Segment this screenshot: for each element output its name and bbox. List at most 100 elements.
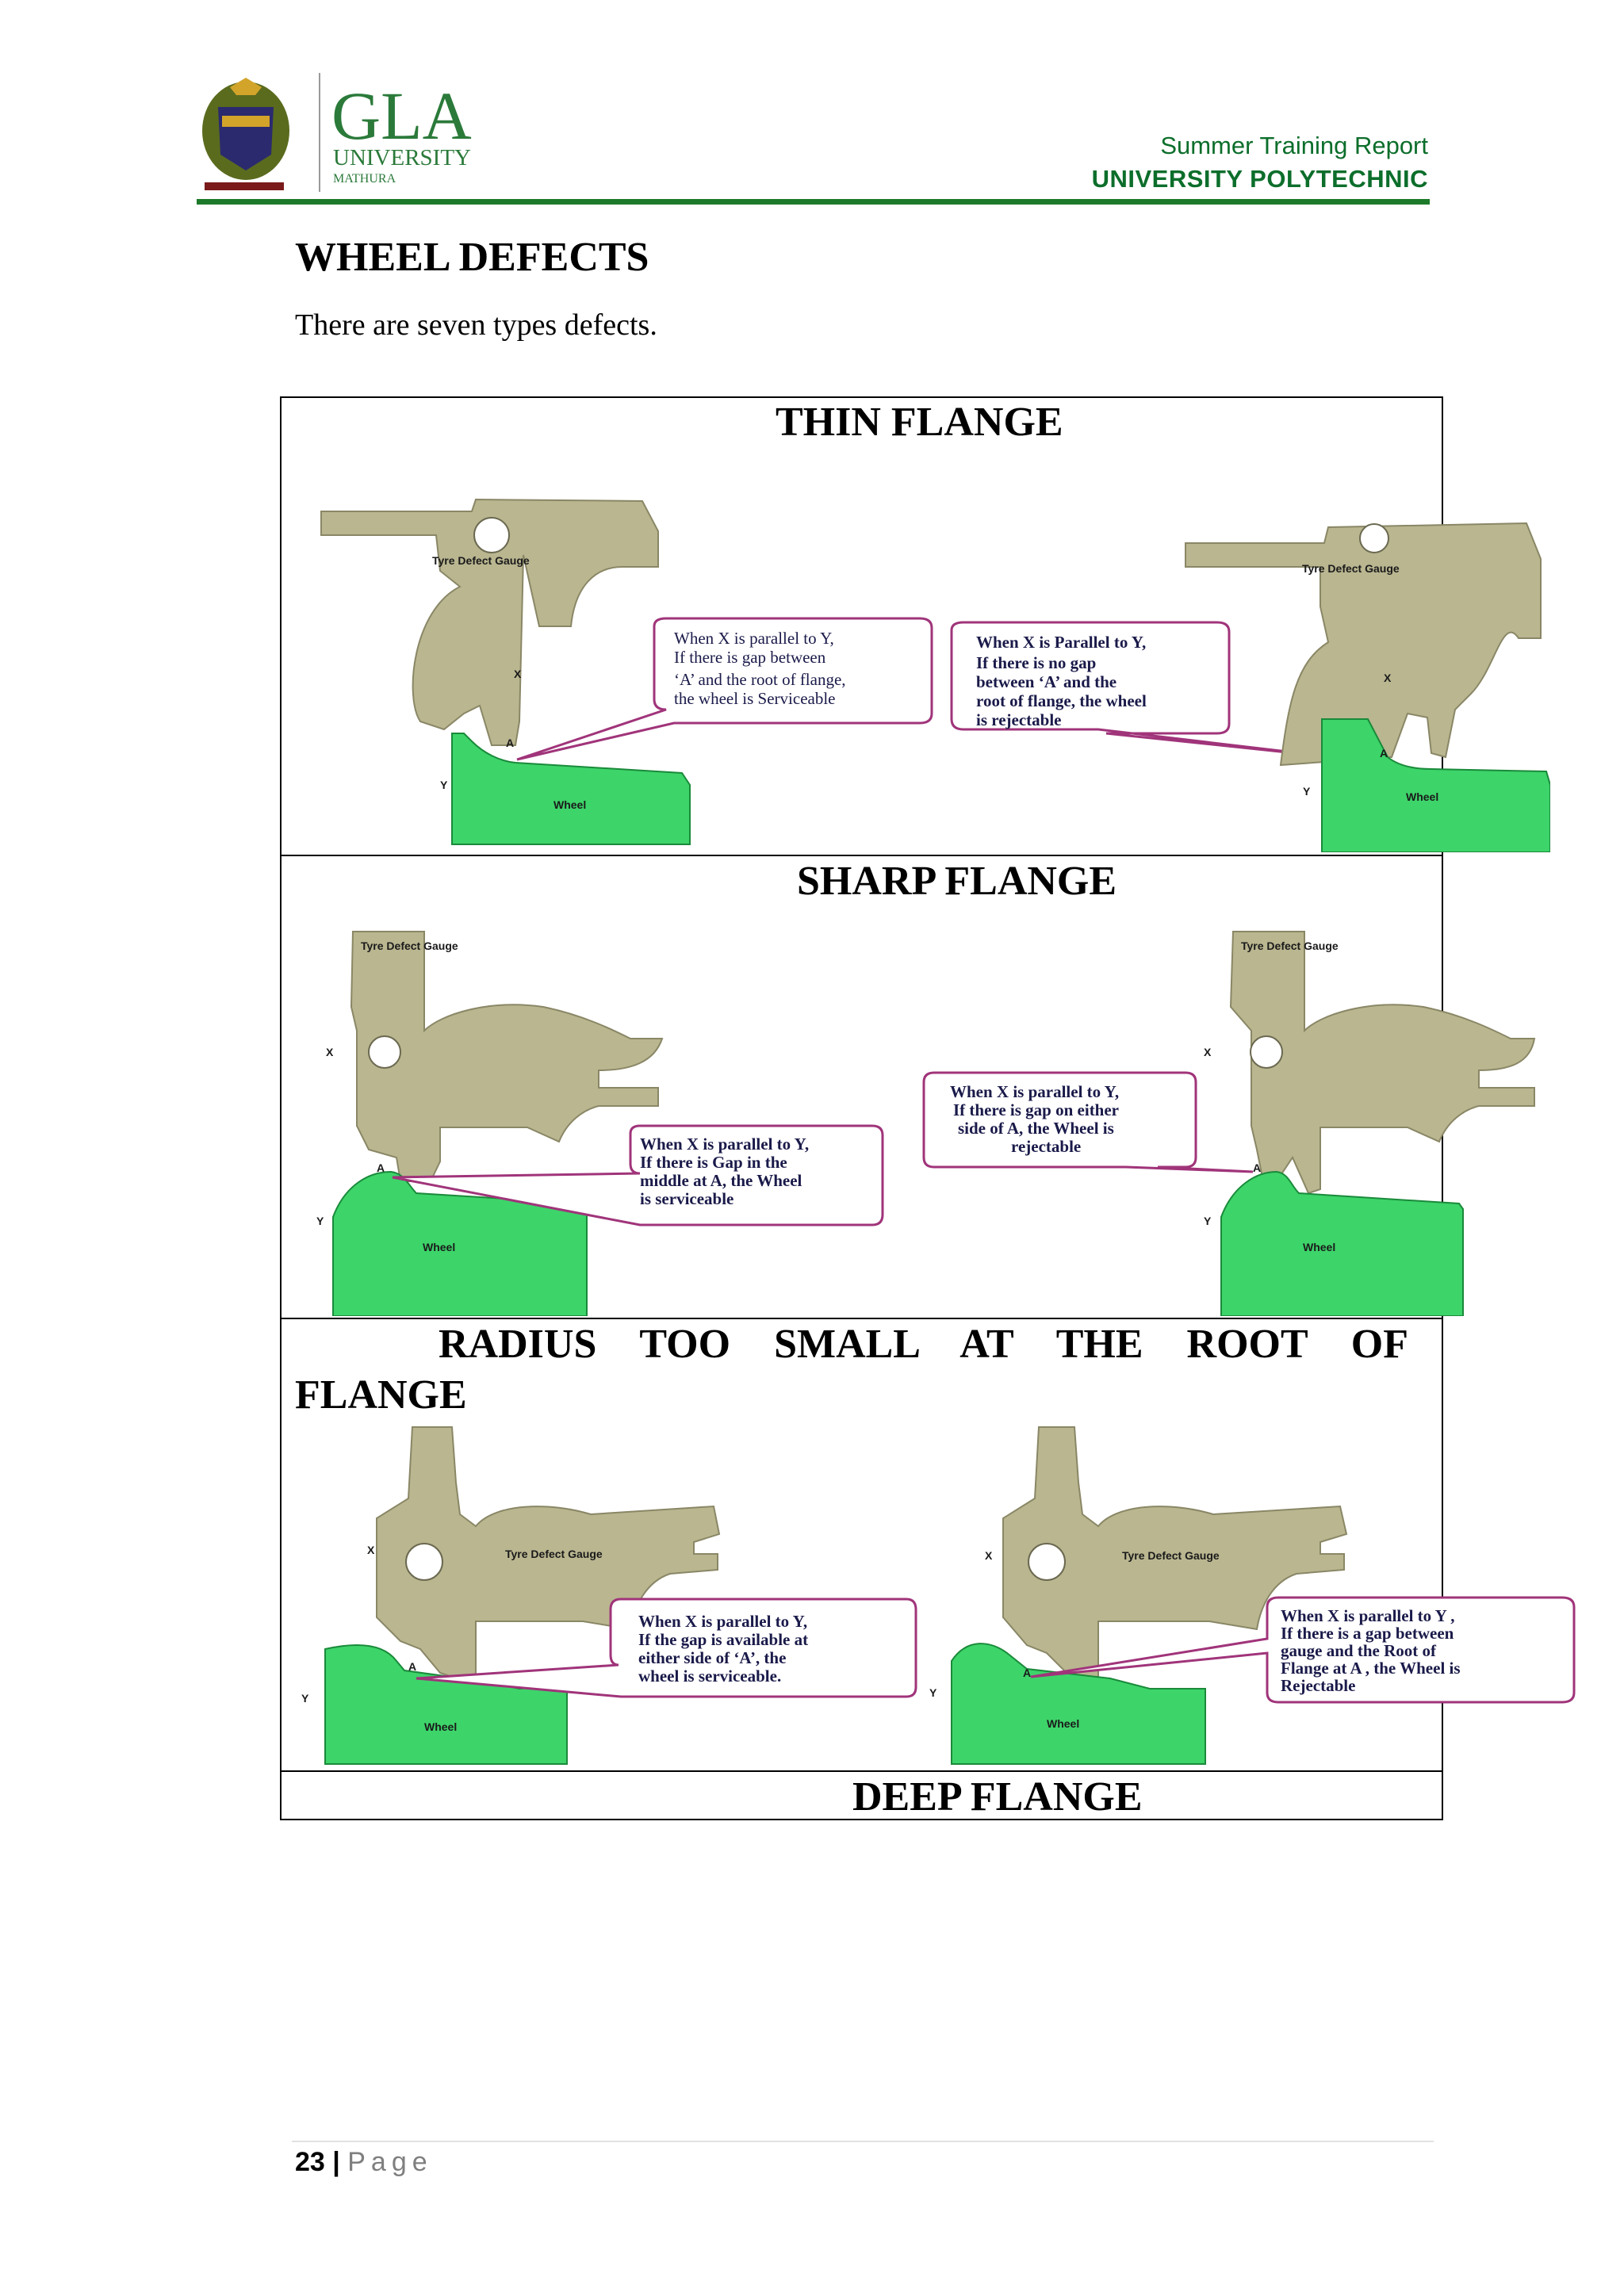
svg-text:If there is no gap: If there is no gap [976, 653, 1096, 672]
svg-text:Y: Y [316, 1215, 324, 1227]
svg-text:middle at A, the Wheel: middle at A, the Wheel [640, 1171, 802, 1190]
page-word: Page [347, 2147, 433, 2177]
svg-text:is rejectable: is rejectable [976, 710, 1061, 729]
logo-mathura-text: MATHURA [333, 172, 396, 186]
tyre-defect-gauge-icon [376, 1426, 721, 1686]
tyre-defect-gauge-icon [320, 498, 659, 746]
svg-text:X: X [1384, 672, 1392, 684]
row-divider [280, 1318, 1443, 1319]
wheel-icon [332, 1170, 588, 1316]
svg-text:either side of ‘A’, the: either side of ‘A’, the [638, 1648, 786, 1667]
callout-bubble [516, 617, 933, 761]
svg-text:Y: Y [1303, 785, 1311, 798]
wheel-label: Wheel [1303, 1241, 1335, 1253]
wheel-label: Wheel [1406, 790, 1438, 803]
svg-text:root of flange, the wheel: root of flange, the wheel [976, 691, 1147, 710]
svg-text:Flange at A , the Wheel is: Flange at A , the Wheel is [1281, 1659, 1461, 1678]
tyre-defect-gauge-icon [1229, 931, 1536, 1195]
row-divider [280, 855, 1443, 856]
svg-text:A: A [408, 1660, 416, 1673]
svg-text:If there is a gap between: If there is a gap between [1281, 1624, 1454, 1643]
svg-text:wheel is serviceable.: wheel is serviceable. [638, 1667, 781, 1686]
svg-text:X: X [367, 1544, 375, 1556]
page-footer: 23 | Page [295, 2147, 433, 2178]
thin-flange-serviceable-diagram: Tyre Defect Gauge Wheel X Y A When X is … [301, 492, 936, 848]
svg-text:A: A [506, 737, 514, 749]
svg-text:Y: Y [929, 1686, 937, 1699]
page-title: WHEEL DEFECTS [295, 235, 649, 280]
gauge-label: Tyre Defect Gauge [432, 554, 530, 567]
gauge-label: Tyre Defect Gauge [1122, 1549, 1220, 1562]
row-divider [280, 1770, 1443, 1772]
thin-flange-rejectable-diagram: When X is Parallel to Y, If there is no … [948, 511, 1550, 852]
svg-text:X: X [1204, 1046, 1212, 1058]
report-title: Summer Training Report [1160, 132, 1428, 159]
svg-text:When X is Parallel to Y,: When X is Parallel to Y, [976, 633, 1146, 652]
callout-bubble [950, 621, 1349, 760]
svg-text:A: A [1023, 1667, 1031, 1679]
section-heading-deep-flange: DEEP FLANGE [852, 1774, 1143, 1820]
svg-text:side of A, the Wheel is: side of A, the Wheel is [958, 1119, 1114, 1138]
radius-rejectable-diagram: Tyre Defect Gauge Wheel X Y A When X is … [928, 1423, 1578, 1772]
header-divider [197, 199, 1430, 205]
svg-text:When X is parallel to Y,: When X is parallel to Y, [950, 1082, 1119, 1101]
svg-text:A: A [1253, 1161, 1261, 1174]
svg-text:is serviceable: is serviceable [640, 1189, 733, 1208]
wheel-label: Wheel [553, 798, 586, 811]
gauge-label: Tyre Defect Gauge [361, 939, 458, 952]
wheel-label: Wheel [423, 1241, 455, 1253]
logo-university-text: UNIVERSITY [333, 145, 471, 170]
svg-text:X: X [514, 668, 522, 680]
section-heading-sharp-flange: SHARP FLANGE [797, 859, 1117, 904]
wheel-icon [1220, 1170, 1464, 1316]
gauge-label: Tyre Defect Gauge [505, 1548, 603, 1560]
svg-text:X: X [985, 1549, 993, 1562]
svg-text:gauge and the Root of: gauge and the Root of [1281, 1641, 1437, 1660]
tyre-defect-gauge-icon [1002, 1426, 1348, 1682]
svg-text:A: A [1380, 747, 1388, 760]
callout-bubble [1030, 1596, 1576, 1704]
wheel-label: Wheel [1047, 1717, 1079, 1730]
callout-bubble [922, 1071, 1254, 1173]
svg-text:If there is gap on either: If there is gap on either [953, 1100, 1119, 1119]
svg-text:Y: Y [1204, 1215, 1212, 1227]
section-heading-radius-line2: FLANGE [295, 1372, 467, 1418]
department-name: UNIVERSITY POLYTECHNIC [1091, 165, 1428, 193]
svg-text:X: X [326, 1046, 334, 1058]
svg-text:When X is parallel to Y,: When X is parallel to Y, [638, 1612, 807, 1631]
logo-gla-text: GLA [331, 78, 472, 154]
tyre-defect-gauge-icon [350, 931, 664, 1182]
wheel-icon [951, 1643, 1206, 1765]
svg-text:Rejectable: Rejectable [1281, 1676, 1355, 1695]
footer-divider [292, 2141, 1434, 2142]
wheel-icon [1321, 718, 1550, 852]
wheel-icon [451, 733, 691, 845]
svg-text:If there is Gap in the: If there is Gap in the [640, 1153, 787, 1172]
svg-text:the wheel is Serviceable: the wheel is Serviceable [674, 689, 836, 708]
svg-text:Y: Y [440, 779, 448, 791]
sharp-flange-rejectable-diagram: When X is parallel to Y, If there is gap… [920, 920, 1538, 1316]
intro-text: There are seven types defects. [295, 308, 657, 342]
section-heading-thin-flange: THIN FLANGE [776, 400, 1063, 445]
radius-serviceable-diagram: Tyre Defect Gauge Wheel X Y A When X is … [297, 1423, 924, 1772]
footer-separator: | [332, 2147, 340, 2177]
svg-text:between ‘A’ and the: between ‘A’ and the [976, 672, 1116, 691]
svg-text:Y: Y [301, 1692, 309, 1705]
svg-text:If the gap is available at: If the gap is available at [638, 1630, 808, 1649]
callout-bubble [416, 1598, 917, 1698]
svg-text:rejectable: rejectable [1011, 1137, 1081, 1156]
gauge-label: Tyre Defect Gauge [1241, 939, 1339, 952]
callout-bubble [392, 1124, 884, 1226]
svg-text:When X is parallel to Y ,: When X is parallel to Y , [1281, 1606, 1455, 1625]
page-number: 23 [295, 2147, 325, 2177]
gla-logo: GLA UNIVERSITY MATHURA [198, 63, 500, 202]
svg-text:When X is parallel to Y,: When X is parallel to Y, [674, 629, 834, 648]
gauge-label: Tyre Defect Gauge [1302, 562, 1400, 575]
svg-text:‘A’ and the root of flange,: ‘A’ and the root of flange, [674, 670, 846, 689]
sharp-flange-serviceable-diagram: Tyre Defect Gauge Wheel X Y A When X is … [297, 920, 900, 1316]
section-heading-radius-line1: RADIUS TOO SMALL AT THE ROOT OF [439, 1322, 1408, 1367]
svg-text:A: A [377, 1161, 385, 1174]
svg-text:When X is parallel to Y,: When X is parallel to Y, [640, 1135, 809, 1154]
wheel-label: Wheel [424, 1720, 457, 1733]
tyre-defect-gauge-icon [1185, 522, 1542, 767]
